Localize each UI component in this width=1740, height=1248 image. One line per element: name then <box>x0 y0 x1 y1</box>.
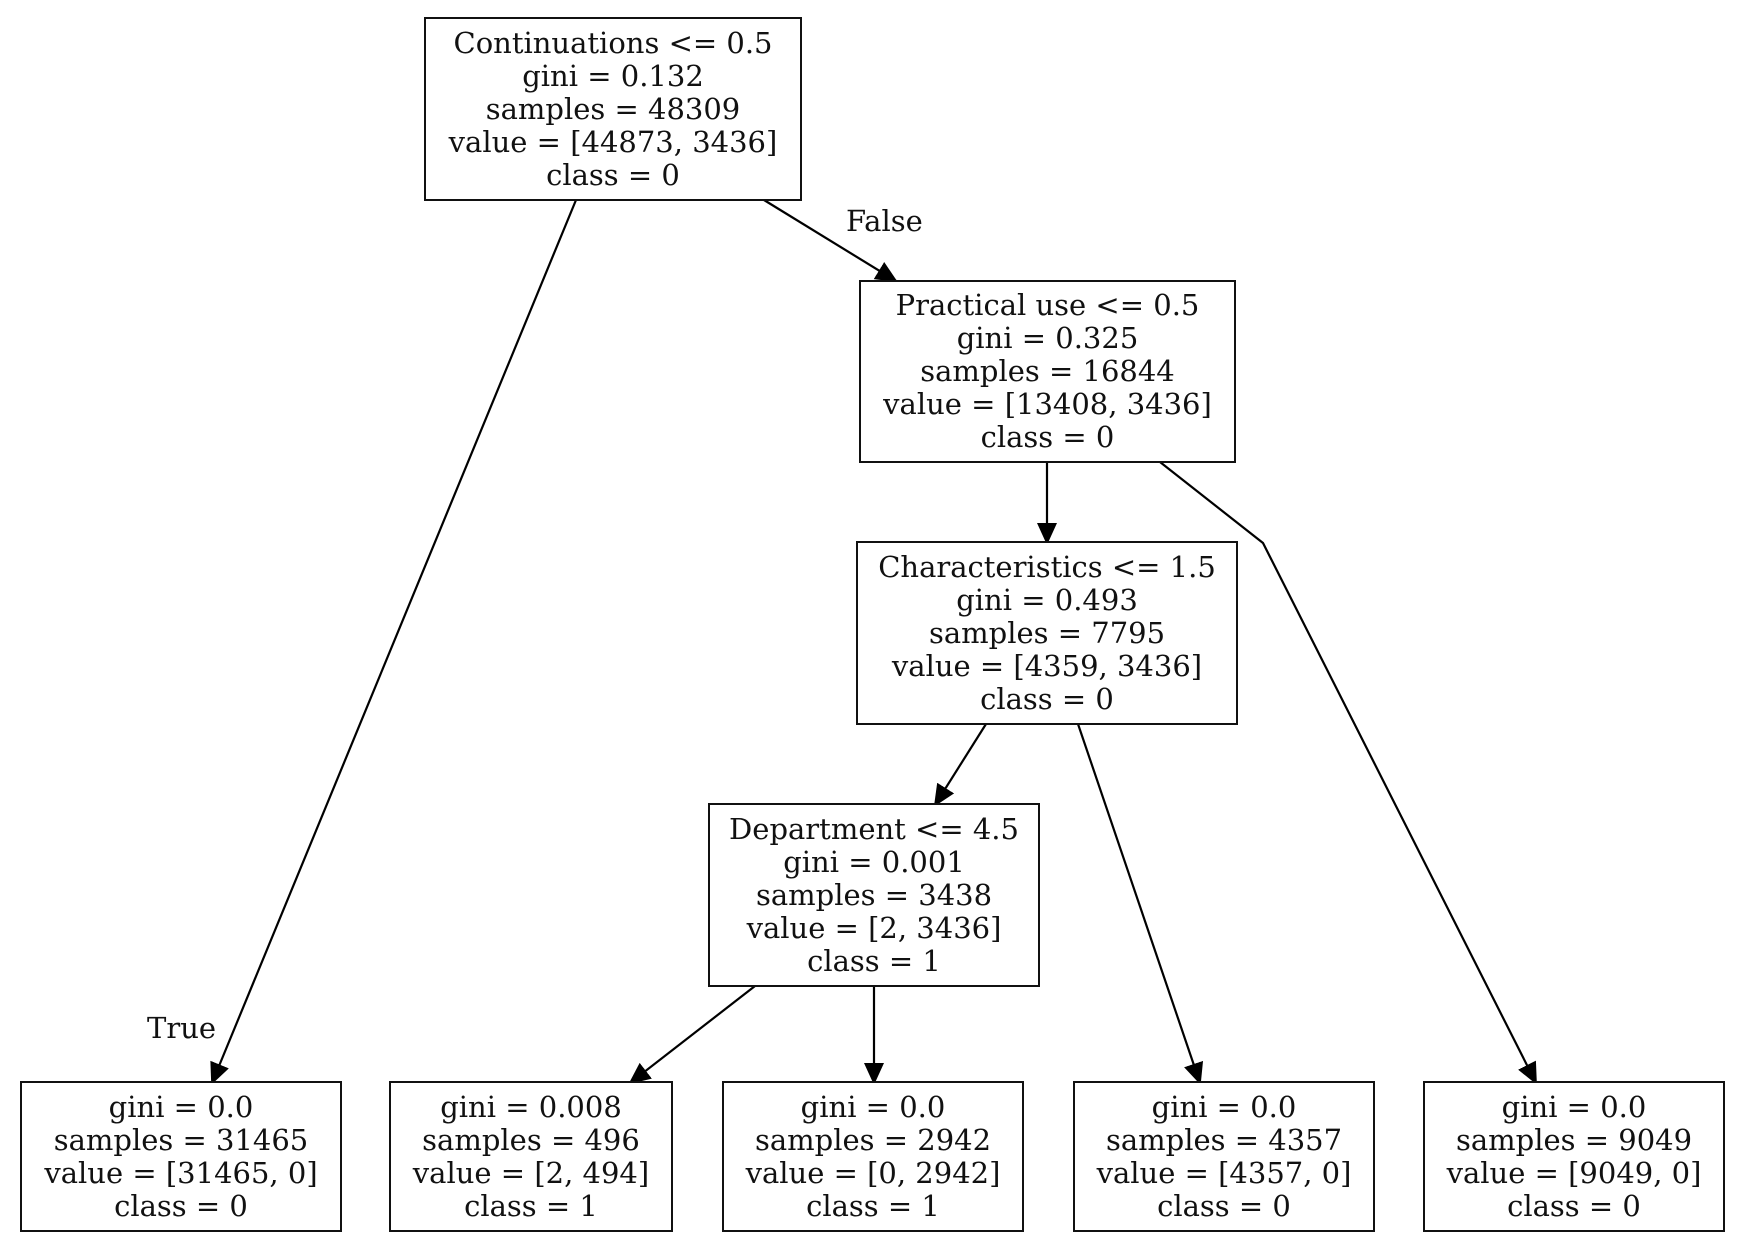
tree-node-root: Continuations <= 0.5 gini = 0.132 sample… <box>424 17 802 201</box>
edge-label-true: True <box>147 1011 217 1045</box>
edge-characteristics-department <box>933 723 987 807</box>
tree-leaf-node: gini = 0.0 samples = 9049 value = [9049,… <box>1423 1081 1725 1232</box>
node-value-label: value = [13408, 3436] <box>883 387 1212 421</box>
node-gini-label: gini = 0.493 <box>956 582 1138 617</box>
node-samples-label: samples = 2942 <box>754 1122 992 1157</box>
node-samples-label: samples = 4357 <box>1105 1122 1343 1157</box>
node-class-label: class = 0 <box>980 681 1114 716</box>
tree-node-department: Department <= 4.5 gini = 0.001 samples =… <box>708 803 1040 987</box>
node-gini-label: gini = 0.0 <box>800 1089 946 1124</box>
edge-characteristics-leaf4 <box>1076 723 1204 1085</box>
node-split-label: Department <= 4.5 <box>729 811 1019 846</box>
tree-leaf-node: gini = 0.0 samples = 31465 value = [3146… <box>20 1081 342 1232</box>
node-gini-label: gini = 0.008 <box>440 1089 622 1124</box>
node-samples-label: samples = 3438 <box>755 877 993 912</box>
node-split-label: Continuations <= 0.5 <box>453 25 773 60</box>
node-value-label: value = [44873, 3436] <box>448 124 778 159</box>
node-value-label: value = [2, 494] <box>412 1155 650 1190</box>
node-samples-label: samples = 48309 <box>485 91 741 126</box>
node-value-label: value = [9049, 0] <box>1446 1155 1702 1190</box>
node-value-label: value = [31465, 0] <box>44 1155 318 1190</box>
node-class-label: class = 1 <box>807 943 941 978</box>
node-class-label: class = 1 <box>464 1188 598 1223</box>
edge-practical-leaf5 <box>1159 461 1537 1085</box>
node-split-label: Practical use <= 0.5 <box>895 288 1200 322</box>
node-gini-label: gini = 0.0 <box>1151 1089 1297 1124</box>
node-class-label: class = 1 <box>806 1188 940 1223</box>
node-value-label: value = [0, 2942] <box>745 1155 1001 1190</box>
node-samples-label: samples = 7795 <box>928 615 1166 650</box>
node-gini-label: gini = 0.0 <box>1501 1089 1647 1124</box>
tree-leaf-node: gini = 0.008 samples = 496 value = [2, 4… <box>389 1081 673 1232</box>
tree-node-characteristics: Characteristics <= 1.5 gini = 0.493 samp… <box>856 541 1238 725</box>
node-class-label: class = 0 <box>546 157 680 192</box>
tree-node-practical-use: Practical use <= 0.5 gini = 0.325 sample… <box>859 280 1236 463</box>
tree-leaf-node: gini = 0.0 samples = 2942 value = [0, 29… <box>722 1081 1024 1232</box>
node-samples-label: samples = 9049 <box>1455 1122 1693 1157</box>
node-gini-label: gini = 0.132 <box>522 58 704 93</box>
node-value-label: value = [4359, 3436] <box>891 648 1203 683</box>
node-gini-label: gini = 0.325 <box>956 321 1139 355</box>
node-class-label: class = 0 <box>114 1188 248 1223</box>
node-class-label: class = 0 <box>980 420 1115 454</box>
node-samples-label: samples = 496 <box>422 1122 640 1157</box>
edge-root-leaf1 <box>210 199 578 1085</box>
node-samples-label: samples = 16844 <box>920 354 1175 388</box>
node-class-label: class = 0 <box>1157 1188 1291 1223</box>
node-gini-label: gini = 0.0 <box>108 1089 254 1124</box>
edge-department-leaf2 <box>628 985 756 1085</box>
edge-root-practical <box>763 199 898 283</box>
node-value-label: value = [2, 3436] <box>746 910 1002 945</box>
node-class-label: class = 0 <box>1507 1188 1641 1223</box>
edge-label-false: False <box>846 204 923 238</box>
node-samples-label: samples = 31465 <box>53 1122 309 1157</box>
tree-leaf-node: gini = 0.0 samples = 4357 value = [4357,… <box>1073 1081 1375 1232</box>
node-value-label: value = [4357, 0] <box>1096 1155 1352 1190</box>
node-split-label: Characteristics <= 1.5 <box>878 549 1216 584</box>
node-gini-label: gini = 0.001 <box>783 844 965 879</box>
